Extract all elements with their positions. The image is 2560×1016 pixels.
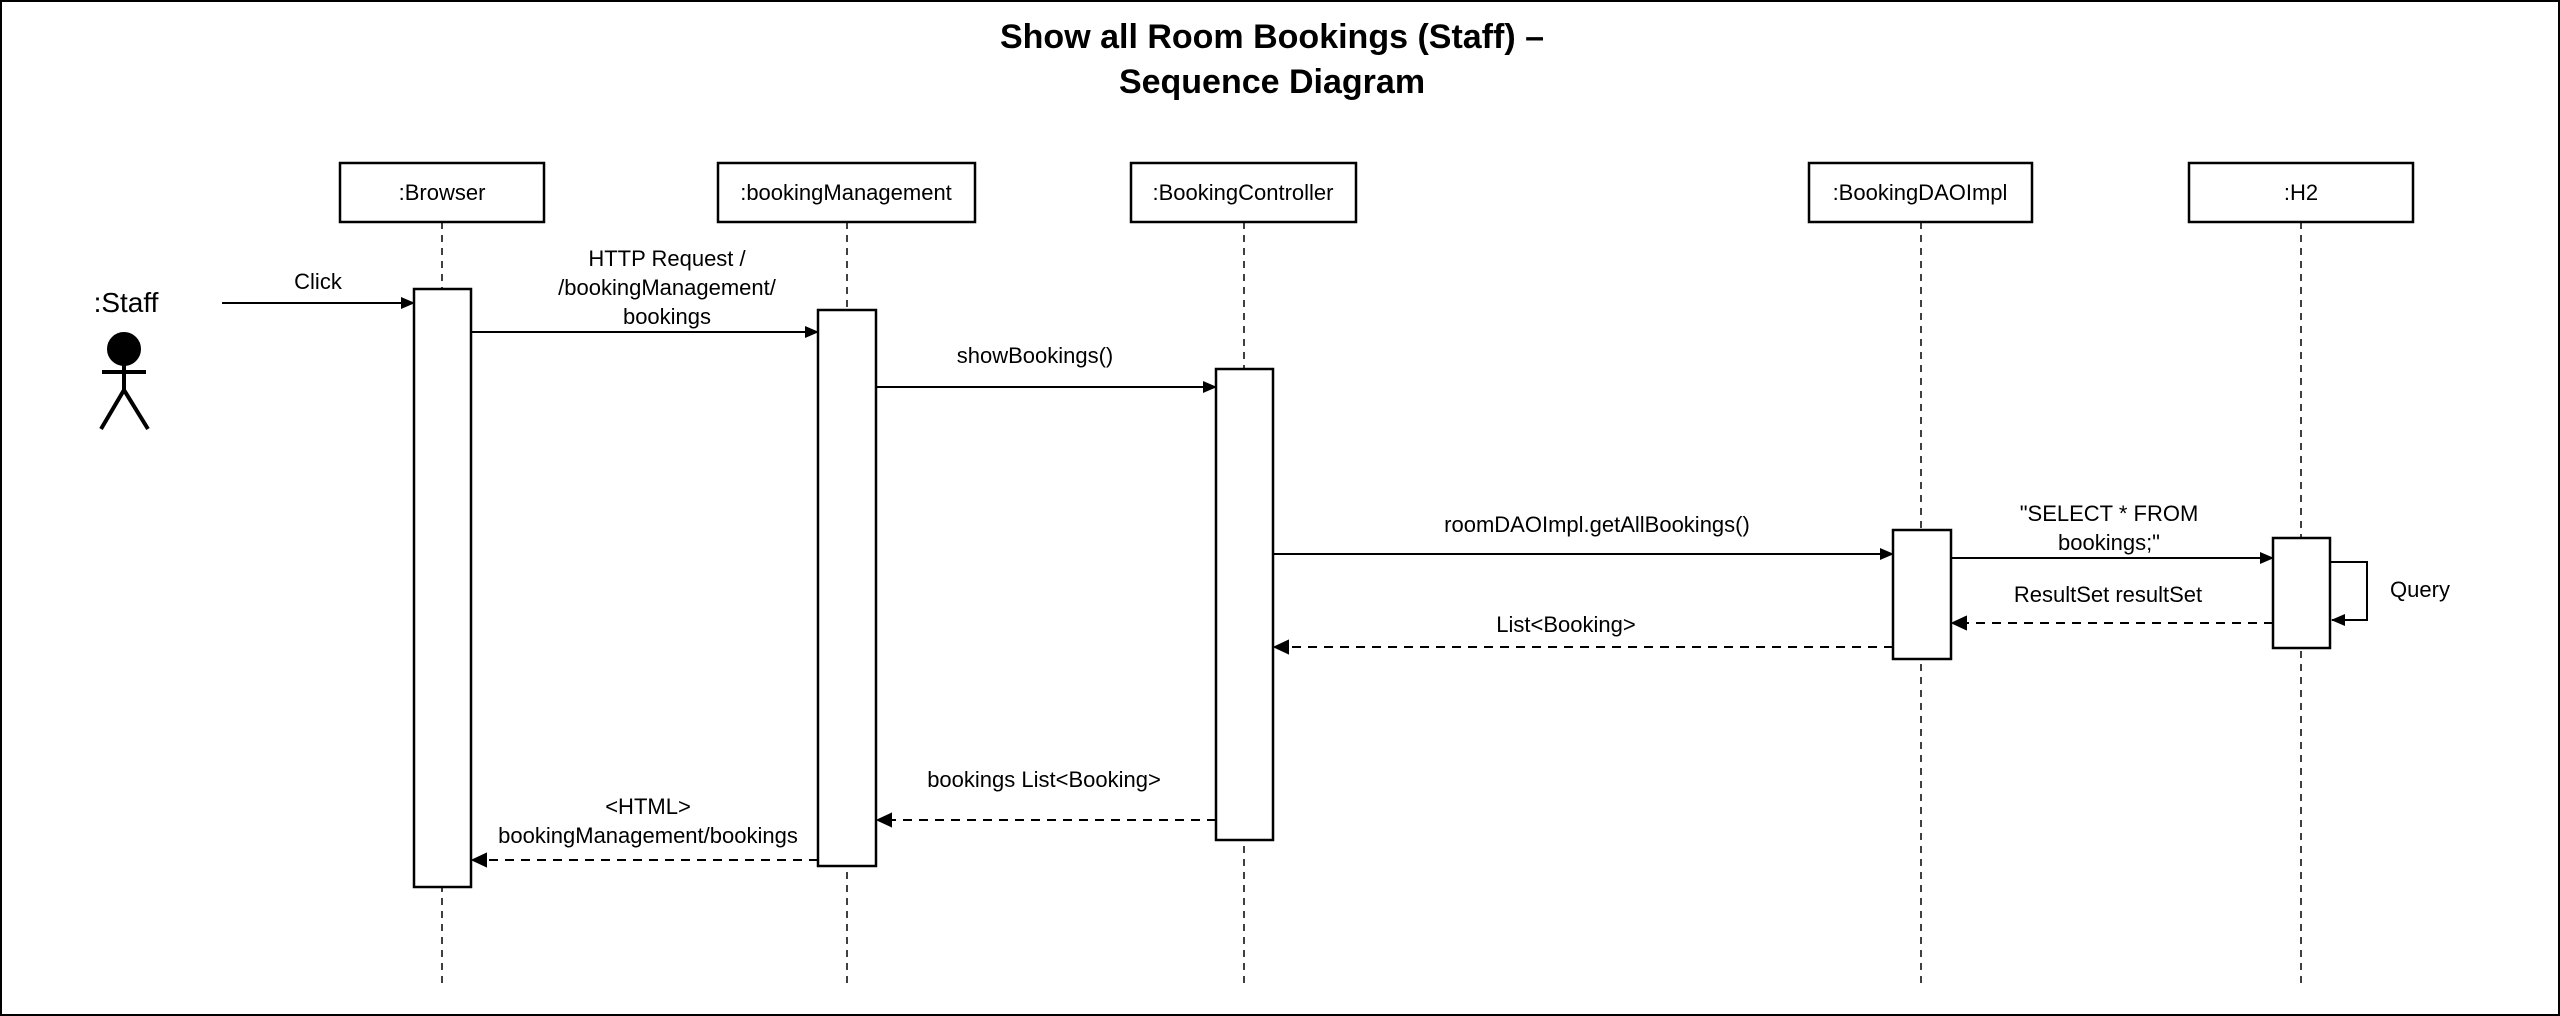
msg-result-set-label: ResultSet resultSet (2014, 582, 2202, 607)
activation-bars (412, 287, 2332, 889)
msg-bookings-list-label: bookings List<Booking> (927, 767, 1161, 792)
lifeline-box-booking-controller[interactable] (1129, 161, 1358, 224)
lifeline-box-browser[interactable] (338, 161, 546, 224)
actor-label: :Staff (94, 287, 159, 318)
activation-booking-controller (1214, 367, 1275, 842)
msg-http-request-label-3: bookings (623, 304, 711, 329)
msg-select-label-1: "SELECT * FROM (2020, 501, 2199, 526)
return-messages (470, 615, 2273, 868)
msg-show-bookings-label: showBookings() (957, 343, 1114, 368)
lifeline-label-booking-management: :bookingManagement (740, 180, 952, 205)
actor-leg-left (99, 388, 126, 431)
diagram-title-line-1: Show all Room Bookings (Staff) – (1000, 18, 1544, 56)
msg-query-self-arrow (2330, 561, 2368, 626)
activation-booking-dao-impl (1891, 528, 1953, 661)
messages (222, 297, 2368, 626)
msg-get-all-bookings-label: roomDAOImpl.getAllBookings() (1444, 512, 1750, 537)
activation-booking-management (816, 308, 878, 868)
actor-leg-right (122, 388, 150, 431)
msg-html-response-label-2: bookingManagement/bookings (498, 823, 798, 848)
activation-h2 (2271, 536, 2332, 650)
msg-http-request-label-1: HTTP Request / (588, 246, 746, 271)
msg-list-booking-label: List<Booking> (1496, 612, 1635, 637)
lifeline-label-booking-dao-impl: :BookingDAOImpl (1833, 180, 2008, 205)
lifeline-label-booking-controller: :BookingController (1153, 180, 1334, 205)
msg-http-request-label-2: /bookingManagement/ (558, 275, 777, 300)
actor-head-icon (107, 332, 141, 366)
activation-browser (412, 287, 473, 889)
lifeline-label-h2: :H2 (2284, 180, 2318, 205)
lifeline-box-booking-dao-impl[interactable] (1807, 161, 2034, 224)
lifeline-headers: :Browser :bookingManagement :BookingCont… (338, 161, 2415, 224)
lifeline-box-booking-management[interactable] (716, 161, 977, 224)
actor-staff (99, 332, 150, 431)
lifeline-box-h2[interactable] (2187, 161, 2415, 224)
msg-html-response-label-1: <HTML> (605, 794, 691, 819)
msg-click-label: Click (294, 269, 343, 294)
diagram-title-line-2: Sequence Diagram (1119, 63, 1425, 101)
msg-query-label: Query (2390, 577, 2450, 602)
lifeline-label-browser: :Browser (399, 180, 486, 205)
msg-select-label-2: bookings;" (2058, 530, 2160, 555)
